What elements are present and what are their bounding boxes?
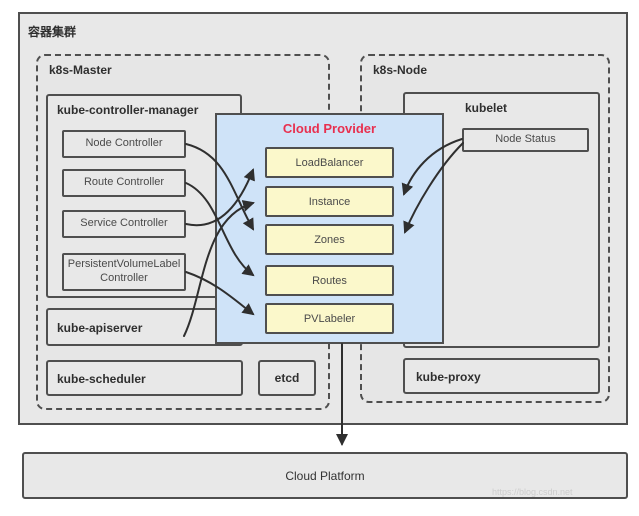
- node-controller-label: Node Controller: [85, 137, 163, 150]
- pvlabeler-box: PVLabeler: [265, 303, 394, 334]
- persistentvolumelabel-controller-box: PersistentVolumeLabel Controller: [62, 253, 186, 291]
- cloud-provider-title: Cloud Provider: [282, 121, 377, 136]
- cloud-platform-label: Cloud Platform: [285, 468, 365, 483]
- service-controller-label: Service Controller: [80, 217, 168, 230]
- routes-box: Routes: [265, 265, 394, 296]
- kube-scheduler-box: [46, 360, 243, 396]
- node-status-box: Node Status: [462, 128, 589, 152]
- route-controller-box: Route Controller: [62, 169, 186, 197]
- pvlabeler-label: PVLabeler: [303, 312, 356, 325]
- k8s-node-label: k8s-Node: [373, 63, 428, 77]
- node-controller-box: Node Controller: [62, 130, 186, 158]
- instance-label: Instance: [308, 195, 351, 208]
- route-controller-label: Route Controller: [83, 176, 165, 189]
- kube-controller-manager-label: kube-controller-manager: [57, 103, 199, 117]
- cloud-platform-box: Cloud Platform: [22, 452, 628, 499]
- etcd-box: etcd: [258, 360, 316, 396]
- node-status-label: Node Status: [495, 133, 556, 146]
- zones-label: Zones: [314, 233, 345, 246]
- k8s-master-label: k8s-Master: [49, 63, 112, 77]
- watermark-text: https://blog.csdn.net: [492, 487, 573, 497]
- kube-scheduler-label: kube-scheduler: [57, 372, 146, 386]
- instance-box: Instance: [265, 186, 394, 217]
- etcd-label: etcd: [274, 371, 300, 385]
- persistentvolumelabel-controller-label: PersistentVolumeLabel Controller: [67, 258, 181, 284]
- loadbalancer-box: LoadBalancer: [265, 147, 394, 178]
- routes-label: Routes: [312, 274, 347, 287]
- container-cluster-label: 容器集群: [28, 25, 77, 39]
- kubelet-label: kubelet: [465, 101, 508, 115]
- zones-box: Zones: [265, 224, 394, 255]
- loadbalancer-label: LoadBalancer: [295, 156, 364, 169]
- kube-apiserver-label: kube-apiserver: [57, 321, 143, 335]
- kube-proxy-label: kube-proxy: [416, 370, 481, 384]
- kube-proxy-box: [403, 358, 600, 394]
- service-controller-box: Service Controller: [62, 210, 186, 238]
